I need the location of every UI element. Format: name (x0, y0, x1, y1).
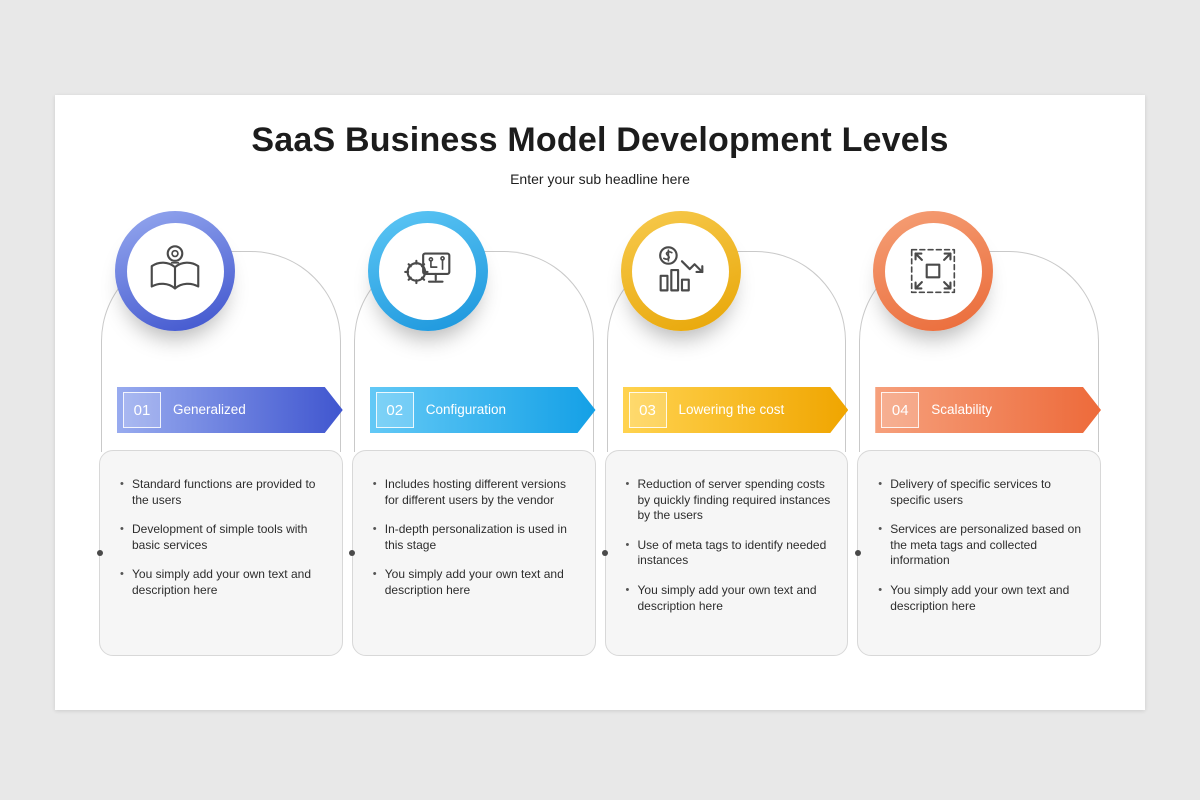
level-header (352, 207, 596, 387)
level-banner: 01 Generalized (117, 387, 343, 433)
level-column-configuration: 02 Configuration Includes hosting differ… (349, 207, 596, 656)
level-card: Standard functions are provided to the u… (96, 450, 343, 656)
connector-dot (602, 550, 608, 556)
level-number: 04 (881, 392, 919, 428)
bullet-list: Reduction of server spending costs by qu… (624, 477, 832, 614)
level-label: Configuration (425, 402, 507, 418)
level-circle (620, 211, 741, 331)
level-header (857, 207, 1101, 387)
level-banner: 02 Configuration (370, 387, 596, 433)
level-column-scalability: 04 Scalability Delivery of specific serv… (854, 207, 1101, 656)
level-circle-inner (126, 222, 224, 320)
level-circle (873, 211, 994, 331)
bullet-list: Includes hosting different versions for … (371, 477, 579, 599)
page-title: SaaS Business Model Development Levels (251, 121, 949, 159)
bullet-item: In-depth personalization is used in this… (371, 522, 579, 553)
bullet-item: Services are personalized based on the m… (876, 522, 1084, 569)
level-label: Generalized (173, 402, 246, 418)
level-number: 02 (376, 392, 414, 428)
bullet-list: Delivery of specific services to specifi… (876, 477, 1084, 614)
bullet-item: Use of meta tags to identify needed inst… (624, 538, 832, 569)
bullet-item: You simply add your own text and descrip… (876, 583, 1084, 614)
page-subtitle: Enter your sub headline here (510, 171, 690, 187)
bullet-item: Standard functions are provided to the u… (118, 477, 326, 508)
bullet-item: You simply add your own text and descrip… (371, 567, 579, 598)
slide: SaaS Business Model Development Levels E… (55, 95, 1145, 710)
cost-reduction-chart-icon (658, 246, 703, 292)
level-column-generalized: 01 Generalized Standard functions are pr… (96, 207, 343, 656)
level-circle-inner (379, 222, 477, 320)
level-circle-inner (632, 222, 729, 320)
bullet-item: Delivery of specific services to specifi… (876, 477, 1084, 508)
bullet-item: Includes hosting different versions for … (371, 477, 579, 508)
connector-dot (854, 550, 861, 556)
levels-container: 01 Generalized Standard functions are pr… (55, 207, 1145, 656)
book-lightbulb-icon (150, 245, 200, 290)
level-banner: 04 Scalability (875, 387, 1101, 433)
level-header (605, 207, 849, 387)
level-label: Scalability (931, 402, 993, 418)
level-card: Delivery of specific services to specifi… (854, 450, 1101, 656)
bullet-item: You simply add your own text and descrip… (624, 583, 832, 614)
gear-monitor-icon (403, 252, 451, 285)
bullet-list: Standard functions are provided to the u… (118, 477, 326, 599)
connector-dot (349, 550, 356, 556)
level-card: Includes hosting different versions for … (349, 450, 596, 656)
level-column-lowering-the-cost: 03 Lowering the cost Reduction of server… (602, 207, 849, 656)
level-header (99, 207, 343, 387)
expand-arrows-icon (911, 248, 956, 294)
level-circle (115, 211, 235, 331)
level-circle (367, 211, 488, 331)
bullet-item: Development of simple tools with basic s… (118, 522, 326, 553)
level-label: Lowering the cost (678, 402, 785, 418)
level-number: 01 (123, 392, 161, 428)
level-number: 03 (629, 392, 667, 428)
bullet-item: Reduction of server spending costs by qu… (624, 477, 832, 524)
level-banner: 03 Lowering the cost (623, 387, 849, 433)
connector-dot (96, 550, 103, 556)
level-card: Reduction of server spending costs by qu… (602, 450, 849, 656)
level-circle-inner (884, 222, 982, 320)
bullet-item: You simply add your own text and descrip… (118, 567, 326, 598)
